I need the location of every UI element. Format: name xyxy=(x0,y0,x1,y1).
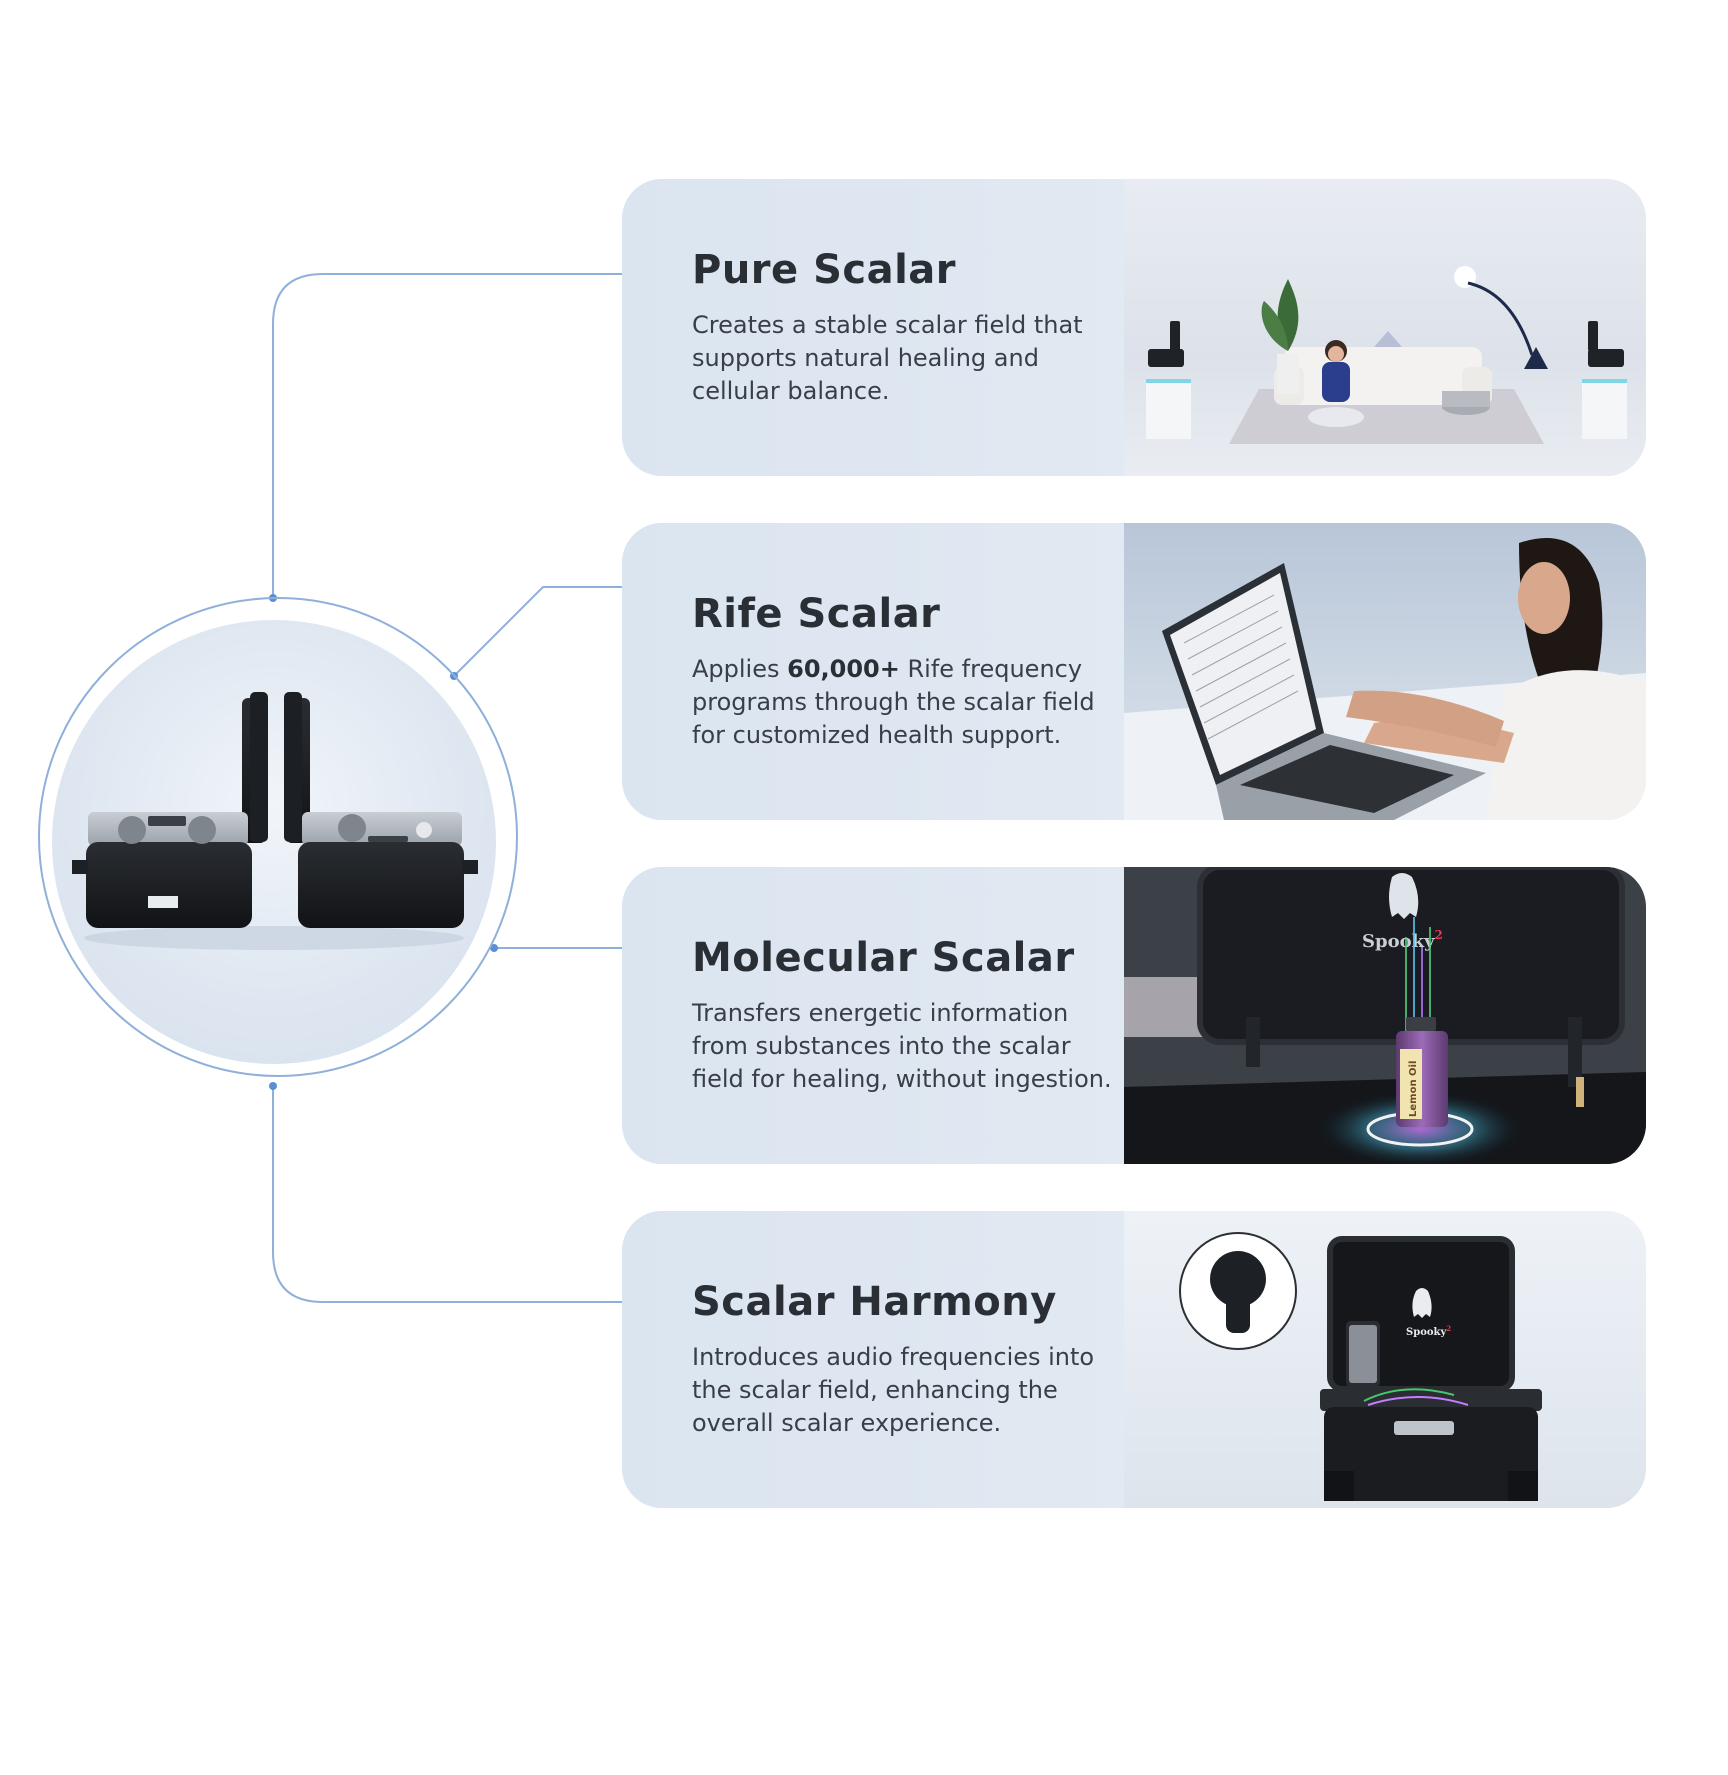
dot-harmony-start xyxy=(269,1082,277,1090)
oil-bottle-scalar-icon: Spooky2 Lemon Oil xyxy=(1124,867,1646,1164)
audio-scalar-device-icon: Spooky2 xyxy=(1124,1211,1646,1508)
feature-card-text: Rife Scalar Applies 60,000+ Rife frequen… xyxy=(622,523,1124,820)
feature-title: Pure Scalar xyxy=(692,247,957,293)
harmony-brand-text: Spooky xyxy=(1406,1327,1447,1338)
feature-card-text: Molecular Scalar Transfers energetic inf… xyxy=(622,867,1124,1164)
feature-description: Applies 60,000+ Rife frequency programs … xyxy=(692,653,1112,752)
woman-laptop-icon xyxy=(1124,523,1646,820)
molecular-device-photo: Spooky2 Lemon Oil xyxy=(1124,867,1646,1164)
feature-card-molecular-scalar: Molecular Scalar Transfers energetic inf… xyxy=(622,867,1646,1164)
connector-pure xyxy=(272,273,668,598)
description-after: Rife frequency programs through the scal… xyxy=(692,655,1095,749)
laptop-user-photo xyxy=(1124,523,1646,820)
description-before: Applies xyxy=(692,655,788,683)
harmony-device-photo: Spooky2 xyxy=(1124,1211,1646,1508)
program-count-highlight: 60,000+ xyxy=(787,655,900,683)
feature-title: Rife Scalar xyxy=(692,591,941,637)
molecular-brand-text: Spooky xyxy=(1362,931,1435,952)
connector-harmony xyxy=(272,1086,668,1303)
feature-card-text: Scalar Harmony Introduces audio frequenc… xyxy=(622,1211,1124,1508)
svg-text:Spooky2: Spooky2 xyxy=(1362,928,1443,952)
bottle-label-text: Lemon Oil xyxy=(1408,1061,1419,1117)
feature-title: Molecular Scalar xyxy=(692,935,1075,981)
hub-ring xyxy=(38,597,518,1077)
feature-description: Introduces audio frequencies into the sc… xyxy=(692,1343,1095,1437)
meditation-scene-icon xyxy=(1124,179,1646,476)
feature-card-scalar-harmony: Scalar Harmony Introduces audio frequenc… xyxy=(622,1211,1646,1508)
molecular-brand-sup: 2 xyxy=(1435,928,1443,942)
harmony-brand-sup: 2 xyxy=(1446,1324,1451,1333)
feature-card-rife-scalar: Rife Scalar Applies 60,000+ Rife frequen… xyxy=(622,523,1646,820)
feature-card-pure-scalar: Pure Scalar Creates a stable scalar fiel… xyxy=(622,179,1646,476)
svg-text:Spooky2: Spooky2 xyxy=(1406,1324,1451,1338)
hub-device-image xyxy=(52,620,496,1064)
meditation-room-photo xyxy=(1124,179,1646,476)
feature-card-text: Pure Scalar Creates a stable scalar fiel… xyxy=(622,179,1124,476)
feature-description: Transfers energetic information from sub… xyxy=(692,999,1112,1093)
feature-title: Scalar Harmony xyxy=(692,1279,1057,1325)
feature-description: Creates a stable scalar field that suppo… xyxy=(692,311,1083,405)
scalar-device-pair-icon xyxy=(72,692,478,950)
